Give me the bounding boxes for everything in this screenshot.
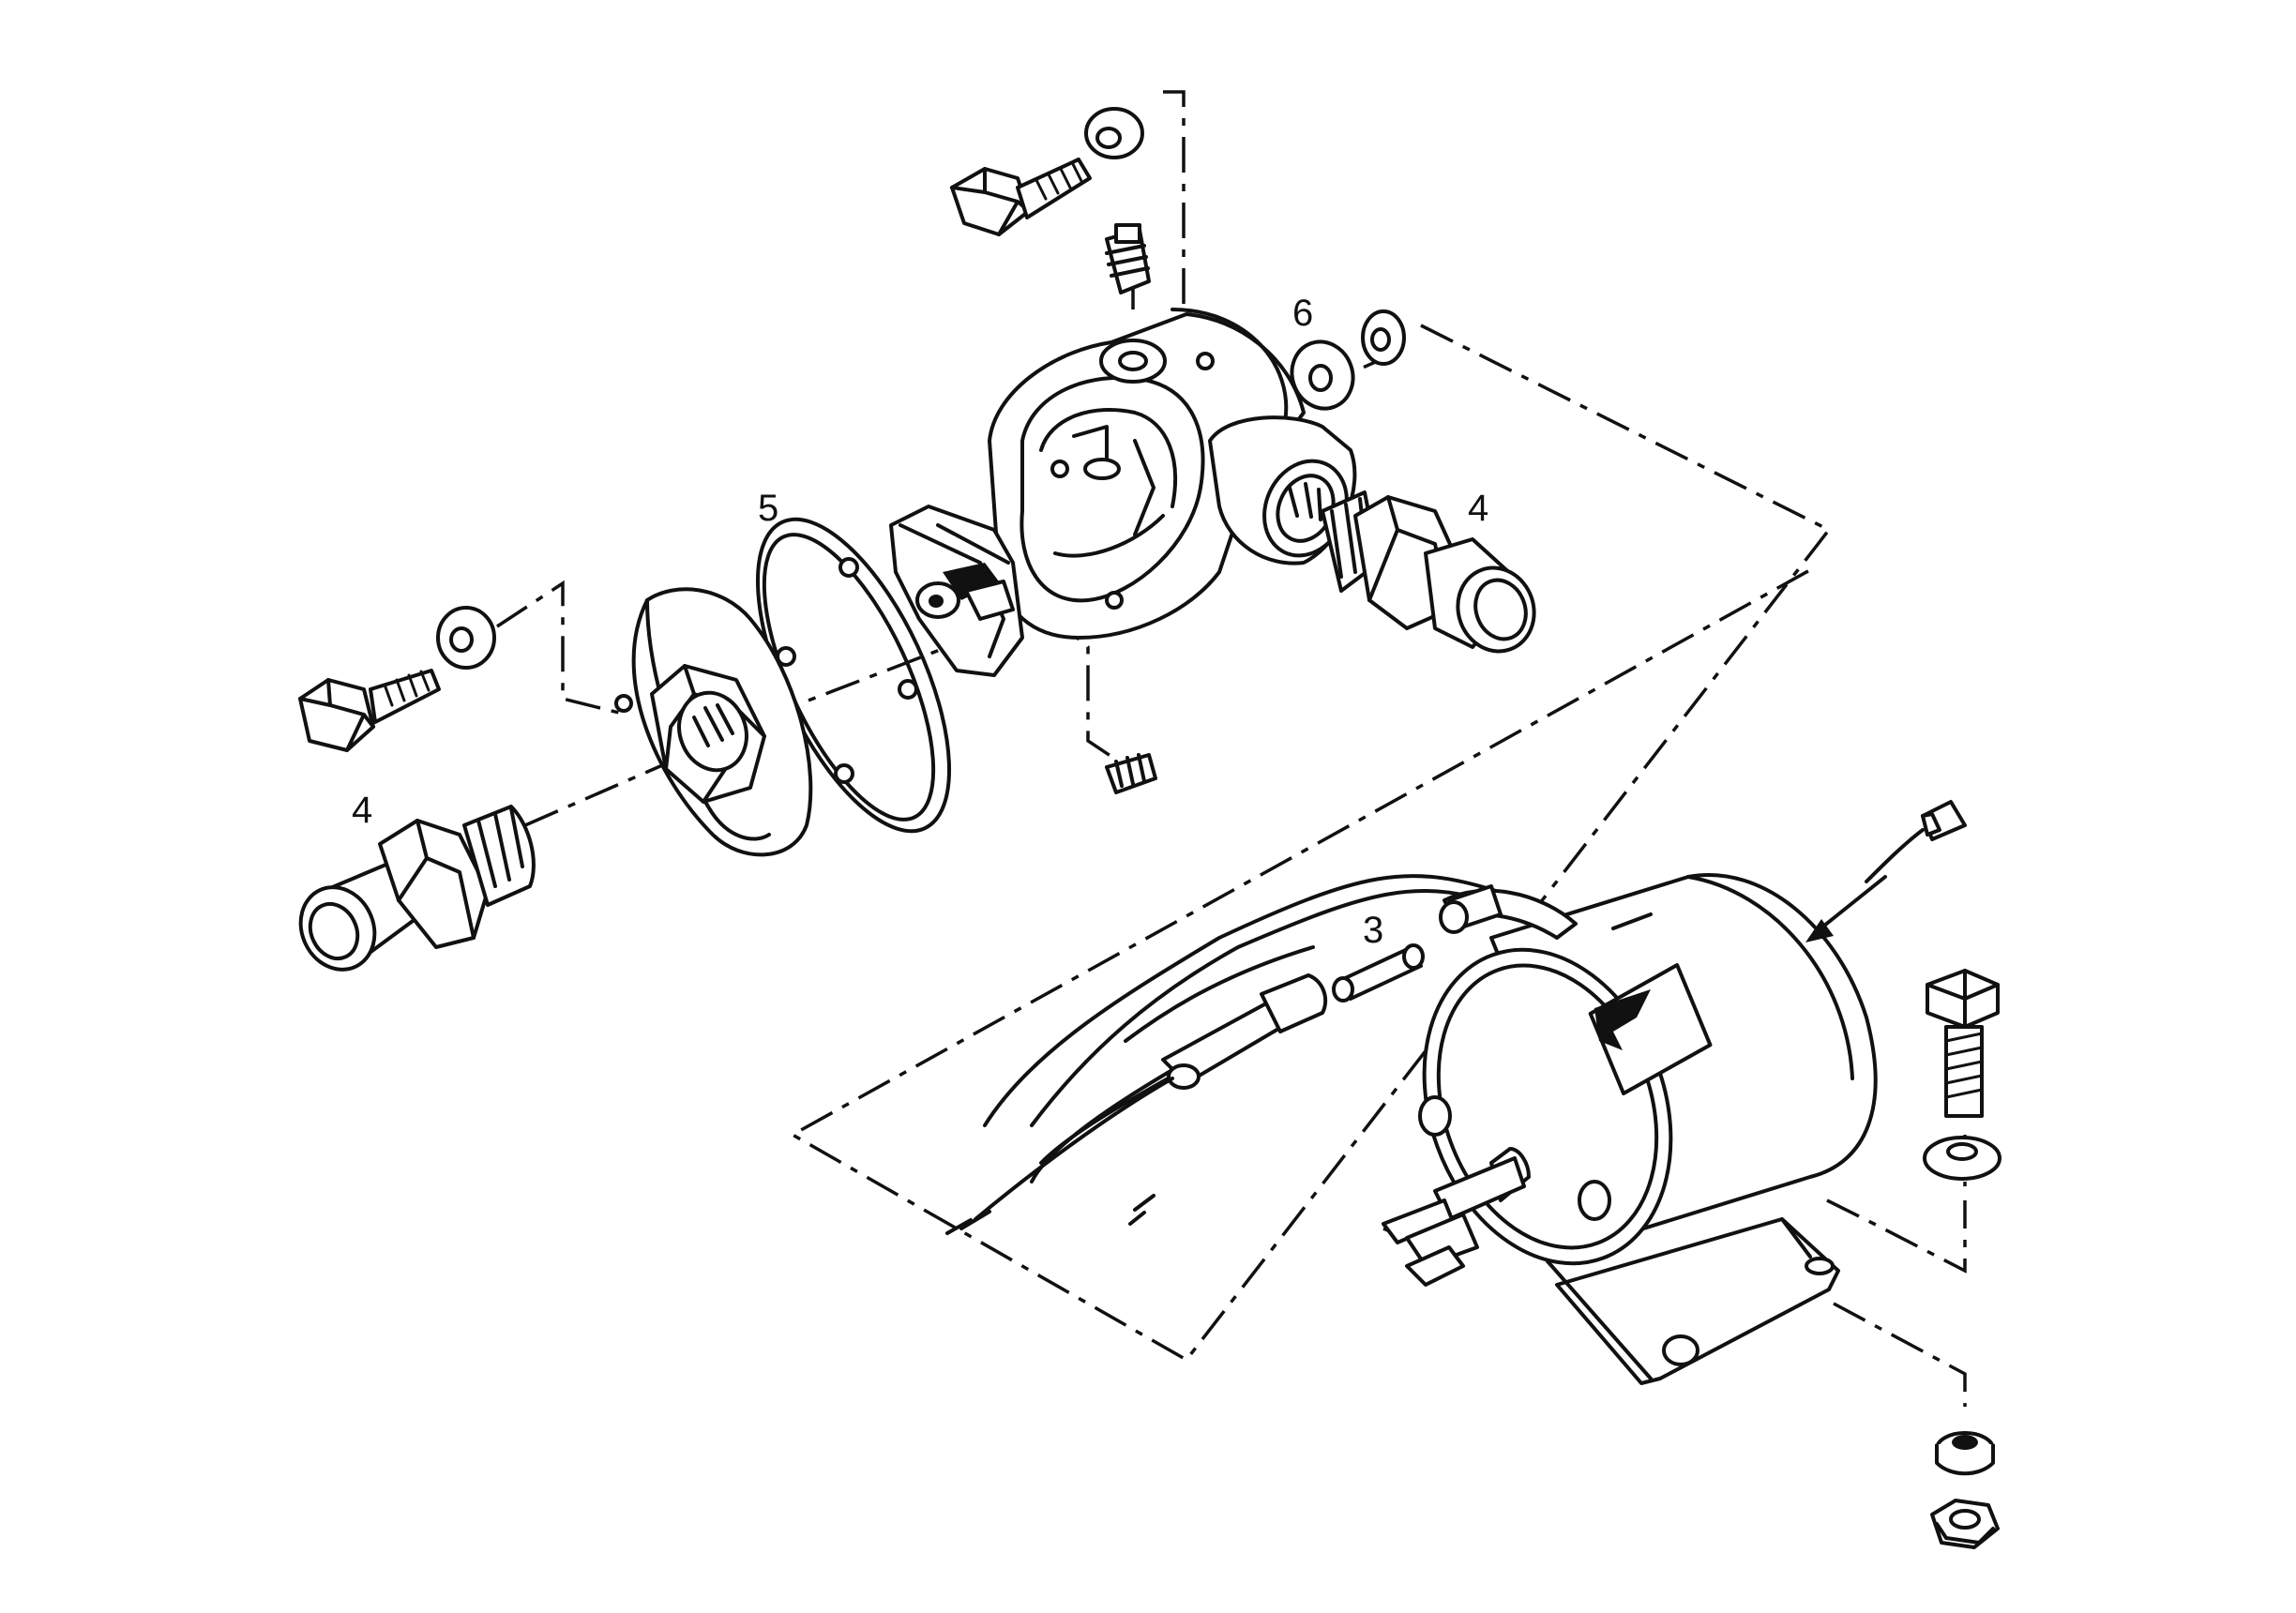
top-bolt — [950, 158, 1092, 236]
callout-5: 5 — [758, 488, 778, 529]
fuse — [1332, 943, 1425, 1002]
brush-plug — [1865, 800, 1967, 883]
outlet-washer — [1290, 309, 1406, 411]
callout-3: 3 — [1363, 910, 1383, 951]
end-flange — [614, 587, 813, 857]
motor-mount-bolt — [1926, 969, 2000, 1118]
mount-nut — [1930, 1499, 2000, 1549]
impeller-set-screw — [1105, 753, 1157, 794]
impeller — [889, 505, 1024, 677]
insertion-arrow — [1805, 875, 1887, 942]
fuse-holder — [945, 973, 1328, 1235]
left-washer — [436, 606, 496, 670]
callout-4-outlet: 4 — [1468, 488, 1488, 529]
left-bolt — [298, 669, 441, 752]
callout-6: 6 — [1292, 293, 1313, 334]
callout-4-inlet: 4 — [352, 790, 372, 831]
mount-grommet — [1935, 1431, 1995, 1476]
wire-connector — [1439, 884, 1503, 934]
motor — [1382, 873, 1878, 1385]
motor-mount-washer — [1923, 1136, 2001, 1181]
pump-housing — [988, 308, 1357, 640]
top-washer — [1084, 107, 1144, 159]
top-set-screw — [1105, 223, 1151, 294]
inlet-fitting — [298, 805, 536, 972]
outlet-fitting — [1321, 490, 1536, 654]
